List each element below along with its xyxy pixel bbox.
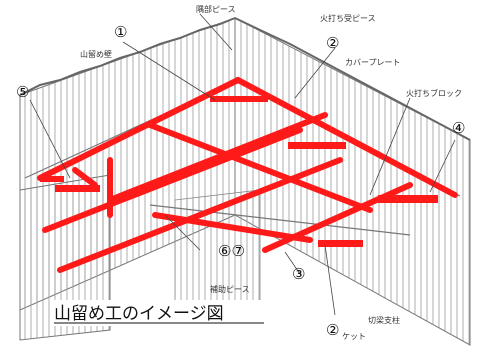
label-jack-fragment: ケット [342,332,366,341]
piece-left [55,185,100,192]
strut-long-2 [57,157,343,273]
callout-4: ④ [452,119,465,137]
callout-3: ③ [292,265,305,283]
callout-2-top: ② [326,34,339,52]
strut-diagonal-2 [107,112,328,203]
title-box [50,300,272,326]
strut-waler-left [37,77,241,181]
callout-2-bottom: ② [326,321,339,339]
callout-1: ① [114,23,127,41]
piece-right [378,195,438,203]
struts [37,77,458,273]
piece-top-1 [210,96,242,102]
label-kiuchi-block: 火打ちブロック [406,88,462,98]
label-hojo-piece: 補助ピース [210,284,250,294]
leader-lines [29,13,456,316]
label-cover-plate: カバープレート [345,58,401,67]
label-corner-piece: 隅部ピース [196,4,236,14]
strut-corner-brace [72,167,98,188]
label-yamadome-wall: 山留め壁 [80,49,112,59]
diagram-title: 山留め工のイメージ図 [54,304,224,324]
strut-waler-right [235,77,458,198]
strut-lower [152,212,313,243]
strut-long-1 [42,127,303,233]
piece-bottom [318,240,363,247]
strut-diagonal-1 [147,122,373,213]
callout-6-7: ⑥⑦ [218,242,245,260]
piece-left-2 [40,176,64,182]
label-kiribari-shichu: 切梁支柱 [368,315,400,325]
piece-mid [288,142,346,149]
pieces [40,96,438,247]
label-kiuchi-uke-piece: 火打ち受ピース [320,13,376,23]
callout-5: ⑤ [16,83,29,101]
piece-top-2 [240,96,268,102]
